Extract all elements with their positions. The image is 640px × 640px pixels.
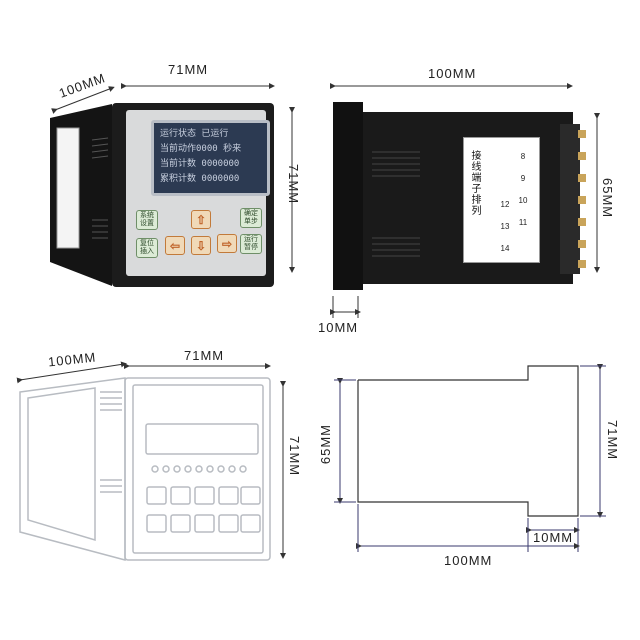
dim-lines-top-left <box>51 83 295 273</box>
dim-label-top-right-panel: 10MM <box>318 320 359 335</box>
dim-label-bottom-left-height: 71MM <box>287 436 302 477</box>
confirm-step-key[interactable]: 确定单步 <box>240 208 262 228</box>
terminal-screws <box>578 130 586 268</box>
terminal-num: 13 <box>500 222 510 231</box>
dim-label-bottom-right-height-right: 71MM <box>605 420 620 461</box>
dim-label-bottom-left-width: 71MM <box>184 348 225 363</box>
terminal-label-title: 接线端子排列 <box>469 150 480 216</box>
device-outline-drawing <box>19 377 271 561</box>
terminal-numbers-row1: 8 9 10 11 <box>516 146 530 234</box>
terminal-label-plate <box>463 137 540 263</box>
arrow-left-key[interactable]: ⇦ <box>165 236 185 255</box>
dim-label-bottom-right-depth: 100MM <box>444 553 493 568</box>
terminal-numbers-row2: 12 13 14 <box>498 194 512 260</box>
lcd-line-3: 当前计数 0000000 <box>160 159 240 169</box>
terminal-num: 9 <box>520 174 526 183</box>
reset-insert-key[interactable]: 复位插入 <box>136 238 158 258</box>
dim-label-bottom-right-height-left: 65MM <box>318 424 333 465</box>
dim-lines-top-right <box>330 83 600 318</box>
arrow-down-key[interactable]: ⇩ <box>191 236 211 255</box>
dim-lines-bottom-left <box>16 361 286 559</box>
dim-label-top-left-width: 71MM <box>168 62 209 77</box>
terminal-block <box>560 124 580 274</box>
terminal-num: 12 <box>500 200 510 209</box>
dim-label-top-right-height: 65MM <box>600 178 615 219</box>
device-photo-side <box>333 102 586 290</box>
lcd-line-4: 累积计数 0000000 <box>160 174 240 184</box>
arrow-right-key[interactable]: ⇨ <box>217 234 237 253</box>
dim-label-top-right-depth: 100MM <box>428 66 477 81</box>
terminal-num: 8 <box>520 152 526 161</box>
device-lcd-screen: 运行状态 已运行 当前动作0000 秒来 当前计数 0000000 累积计数 0… <box>151 120 270 196</box>
dim-lines-bottom-right <box>334 364 606 552</box>
side-label <box>56 127 80 249</box>
system-settings-key[interactable]: 系统设置 <box>136 210 158 230</box>
arrow-up-key[interactable]: ⇧ <box>191 210 211 229</box>
outline-side-diagram <box>357 365 579 517</box>
dim-label-bottom-right-panel: 10MM <box>533 530 574 545</box>
terminal-num: 10 <box>518 196 528 205</box>
side-front-flange <box>333 102 363 290</box>
terminal-num: 11 <box>518 218 528 227</box>
lcd-line-2: 当前动作0000 秒来 <box>160 144 242 154</box>
side-vents <box>91 137 109 239</box>
lcd-line-1: 运行状态 已运行 <box>160 129 229 139</box>
dim-label-top-left-height: 71MM <box>286 164 301 205</box>
terminal-num: 14 <box>500 244 510 253</box>
run-pause-key[interactable]: 运行暂停 <box>240 234 262 254</box>
body-vents <box>372 151 420 257</box>
